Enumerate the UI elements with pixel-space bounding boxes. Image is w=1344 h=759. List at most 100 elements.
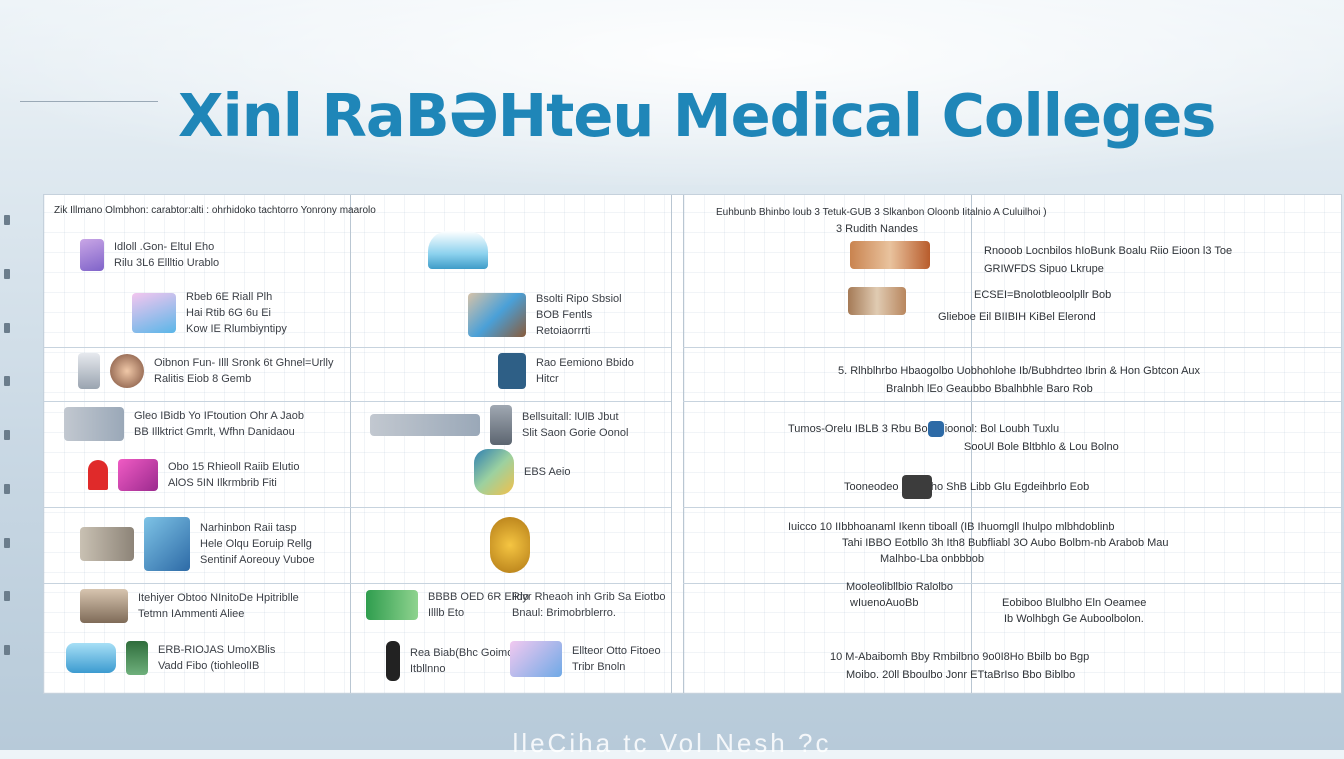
college-detail: Hitcr — [536, 373, 559, 385]
flag-icon — [88, 460, 108, 490]
title-decor-line — [20, 101, 158, 102]
edge-marker — [4, 430, 10, 440]
medicine-icon — [490, 517, 530, 573]
capsule-icon — [386, 641, 400, 681]
college-row[interactable]: Obo 15 Rhieoll Raiib Elutio AlOS 5IN Ilk… — [88, 459, 299, 491]
right-row-text: Eobiboo Blulbho Eln Oeamee — [1002, 597, 1147, 609]
column-divider — [350, 195, 351, 693]
college-detail: BOB Fentls — [536, 309, 593, 321]
row-divider — [44, 507, 671, 508]
right-row-text: Bralnbh lEo Geaubbo Bbalhbhle Baro Rob — [886, 383, 1093, 395]
tower-icon — [126, 641, 148, 675]
college-row[interactable]: EBS Aeio — [474, 449, 570, 495]
college-name: Bellsuitall: lUlB Jbut — [522, 411, 619, 423]
college-detail: EBS Aeio — [524, 466, 571, 478]
college-name: BBBB OED 6R Elido — [428, 591, 529, 603]
right-row-text: Mooleolibllbio Ralolbo — [846, 581, 954, 593]
microscope-icon — [80, 527, 134, 561]
column-divider — [971, 195, 972, 693]
right-row-text: Ib Wolhbgh Ge Auboolbolon. — [1004, 613, 1144, 625]
right-row-text: wIuenoAuoBb — [850, 597, 919, 609]
campus-building-icon — [80, 589, 128, 623]
college-detail: Bnaul: Brimobrblerro. — [512, 607, 616, 619]
edge-marker — [4, 322, 10, 333]
right-row-text: Glieboe Eil BIIBIH KiBel Elerond — [938, 311, 1096, 323]
college-row[interactable]: Bsolti Ripo Sbsiol BOB Fentls Retoiaorrr… — [468, 291, 622, 339]
college-row[interactable]: Rbeb 6E Riall Plh Hai Rtib 6G 6u Ei Kow … — [132, 289, 287, 337]
college-name: Itehiyer Obtoo NInitoDe Hpitriblle — [138, 592, 299, 604]
college-name: Rbeb 6E Riall Plh — [186, 291, 273, 303]
college-name: Gleo IBidb Yo IFtoution Ohr A Jaob — [134, 410, 305, 422]
page-title: Xinl RaBƏHteu Medical Colleges — [178, 81, 1216, 150]
college-row[interactable]: Bellsuitall: lUlB Jbut Slit Saon Gorie O… — [370, 405, 628, 445]
right-row-text: Tahi IBBO Eotbllo 3h Ith8 Bubfliabl 3O A… — [842, 537, 1169, 549]
left-edge-markers — [0, 215, 14, 655]
water-tank-icon — [66, 643, 116, 673]
row-divider — [44, 401, 671, 402]
right-row-text: ECSEI=Bnolotbleoolpllr Bob — [974, 289, 1112, 301]
college-detail: BB Illktrict Gmrlt, Wfhn Danidaou — [134, 426, 295, 438]
campus-icon — [118, 459, 158, 491]
footer-caption: lleCiha tc Vol Nesh ?c — [512, 728, 832, 758]
college-name: Rea Biab(Bhc Goimo — [410, 647, 514, 659]
college-row[interactable]: Rao Eemiono Bbido Hitcr — [498, 353, 634, 389]
college-row[interactable]: Narhinbon Raii tasp Hele Olqu Eoruip Rel… — [80, 517, 315, 571]
college-row[interactable]: ERB-RIOJAS UmoXBlis Vadd Fibo (tiohleolI… — [66, 641, 275, 675]
college-row[interactable]: Rea Biab(Bhc Goimo Itbllnno — [386, 641, 513, 681]
right-row-text: Euhbunb Bhinbo loub 3 Tetuk-GUB 3 Slkanb… — [716, 207, 1047, 218]
college-name: Bsolti Ripo Sbsiol — [536, 293, 622, 305]
right-row-text: Rnooob Locnbilos hIoBunk Boalu Riio Eioo… — [984, 245, 1233, 257]
edge-marker — [4, 483, 10, 494]
edge-marker — [4, 268, 10, 279]
college-row[interactable]: Ellteor Otto Fitoeo Tribr Bnoln — [510, 641, 661, 677]
right-row-text: 3 Rudith Nandes — [836, 223, 918, 235]
edge-marker — [4, 215, 10, 225]
row-divider — [44, 347, 671, 348]
row-divider — [683, 583, 1341, 584]
edge-marker — [4, 645, 10, 655]
row-divider — [683, 401, 1341, 402]
row-divider — [683, 347, 1341, 348]
college-detail: Vadd Fibo (tiohleolIB — [158, 660, 260, 672]
facility-icon — [468, 293, 526, 337]
table-header: Zik Illmano Olmbhon: carabtor:alti : ohr… — [54, 205, 376, 216]
row-divider — [683, 507, 1341, 508]
college-detail: Rilu 3L6 Ellltio Urablo — [114, 257, 220, 269]
college-row[interactable]: Gleo IBidb Yo IFtoution Ohr A Jaob BB Il… — [64, 407, 304, 441]
college-row[interactable]: Itehiyer Obtoo NInitoDe Hpitriblle Tetmn… — [80, 589, 299, 623]
blueprint-icon — [144, 517, 190, 571]
college-detail: Slit Saon Gorie Oonol — [522, 427, 629, 439]
edge-marker — [4, 591, 10, 602]
college-name: Narhinbon Raii tasp — [200, 522, 297, 534]
college-detail: Ralitis Eiob 8 Gemb — [154, 373, 252, 385]
lab-equipment-icon — [510, 641, 562, 677]
edge-marker — [4, 376, 10, 387]
college-name: Idloll .Gon- Eltul Eho — [114, 241, 215, 253]
college-detail: Hele Olqu Eoruip Rellg — [200, 538, 312, 550]
college-row[interactable]: Oibnon Fun- Illl Sronk 6t Ghnel=Urlly Ra… — [78, 353, 333, 389]
door-icon — [498, 353, 526, 389]
college-row[interactable]: Riyr Rheaoh inh Grib Sa Eiotbo Bnaul: Br… — [512, 589, 665, 621]
lab-icon — [80, 239, 104, 271]
column-divider — [671, 195, 672, 693]
row-divider — [44, 583, 671, 584]
college-row[interactable]: Idloll .Gon- Eltul Eho Rilu 3L6 Ellltio … — [80, 239, 219, 271]
college-detail: Retoiaorrrti — [536, 325, 591, 337]
column-divider — [683, 195, 684, 693]
research-icon — [474, 449, 514, 495]
hospital-building-icon — [64, 407, 124, 441]
square-icon — [928, 421, 944, 437]
college-name: Obo 15 Rhieoll Raiib Elutio — [168, 461, 300, 473]
college-row[interactable]: BBBB OED 6R Elido Illlb Eto — [366, 589, 529, 621]
right-row-text: Malhbo-Lba onbbbob — [880, 553, 984, 565]
campus-photo-icon — [848, 287, 906, 315]
college-detail: Illlb Eto — [428, 607, 465, 619]
monitor-icon — [902, 475, 932, 499]
right-row-text: Iuicco 10 IIbbhoanaml Ikenn tiboall (IB … — [788, 521, 1115, 533]
college-name: Riyr Rheaoh inh Grib Sa Eiotbo — [512, 591, 666, 603]
medical-kit-icon — [132, 293, 176, 333]
college-detail: Kow IE Rlumbiyntipy — [186, 323, 287, 335]
right-row-text: SooUl Bole Bltbhlo & Lou Bolno — [964, 441, 1119, 453]
right-row-text: GRIWFDS Sipuo Lkrupe — [984, 263, 1104, 275]
tower-block-icon — [490, 405, 512, 445]
